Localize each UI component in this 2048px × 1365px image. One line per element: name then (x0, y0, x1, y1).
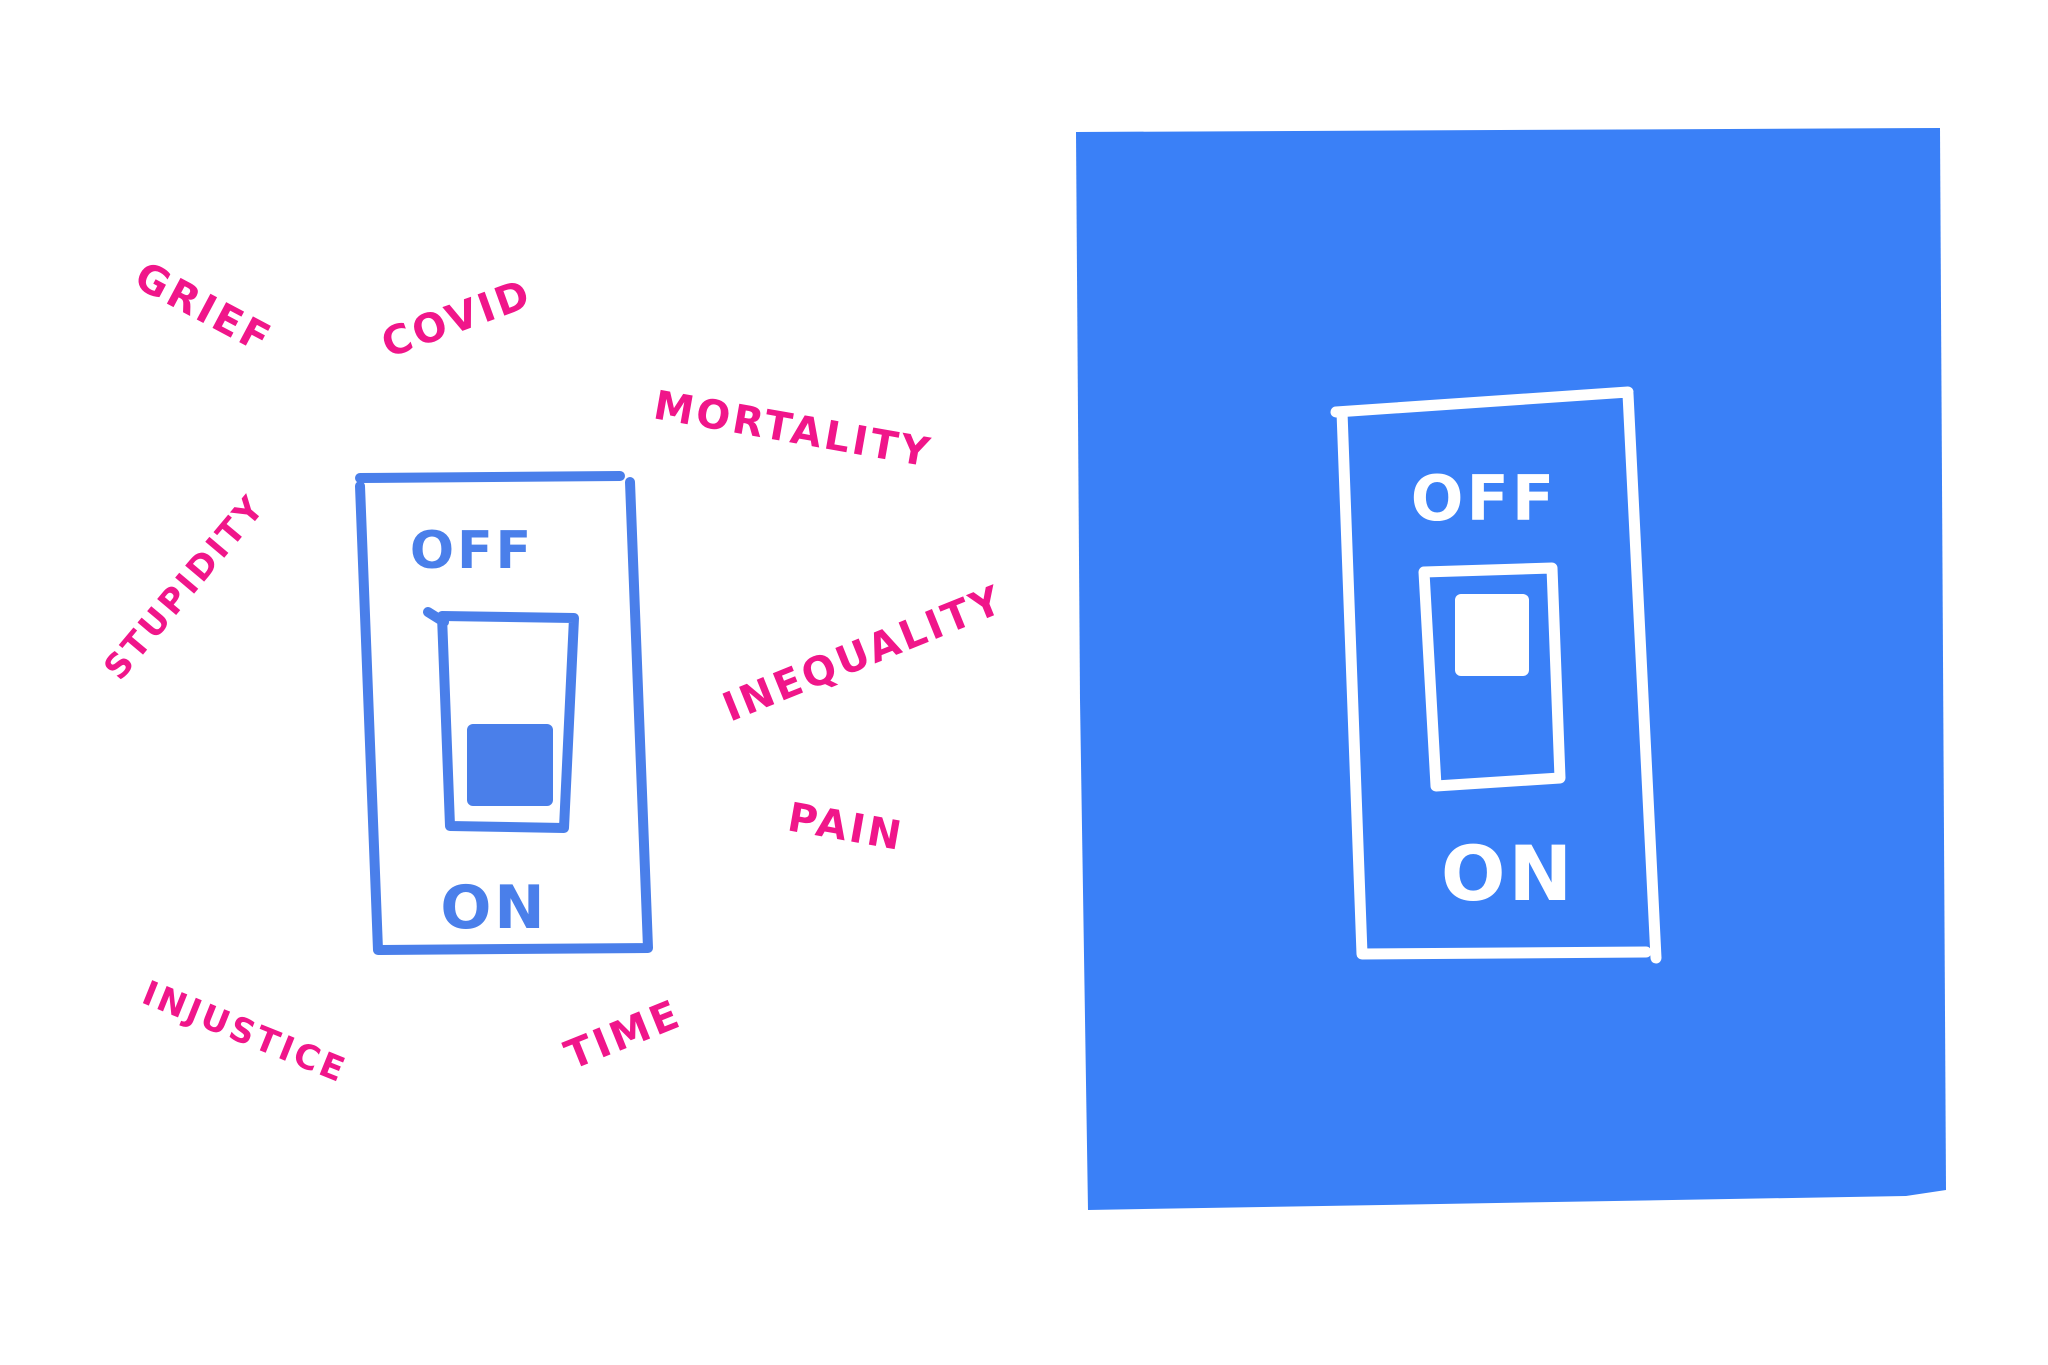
left-light-switch: OFF ON (355, 471, 653, 955)
word-stupidity: STUPIDITY (96, 487, 274, 688)
left-switch-toggle-frame (423, 607, 579, 833)
right-switch-toggle-knob[interactable] (1455, 594, 1529, 676)
floating-words: GRIEF COVID MORTALITY STUPIDITY INEQUALI… (96, 253, 1010, 1091)
right-switch-off-label: OFF (1411, 462, 1557, 535)
word-time: TIME (559, 991, 689, 1079)
left-switch-plate (355, 471, 653, 955)
word-mortality: MORTALITY (650, 383, 935, 477)
word-covid: COVID (376, 271, 539, 368)
word-injustice: INJUSTICE (137, 973, 353, 1091)
left-switch-toggle-knob[interactable] (467, 724, 553, 806)
word-grief: GRIEF (127, 253, 279, 363)
right-light-switch: OFF ON (1330, 386, 1662, 964)
word-inequality: INEQUALITY (717, 577, 1011, 731)
right-blue-panel: OFF ON (1076, 128, 1946, 1210)
right-switch-toggle-frame (1418, 562, 1566, 792)
word-pain: PAIN (784, 795, 907, 861)
left-switch-off-label: OFF (410, 521, 534, 581)
left-switch-on-label: ON (440, 873, 547, 943)
right-switch-plate (1330, 386, 1662, 964)
right-switch-on-label: ON (1441, 829, 1575, 918)
